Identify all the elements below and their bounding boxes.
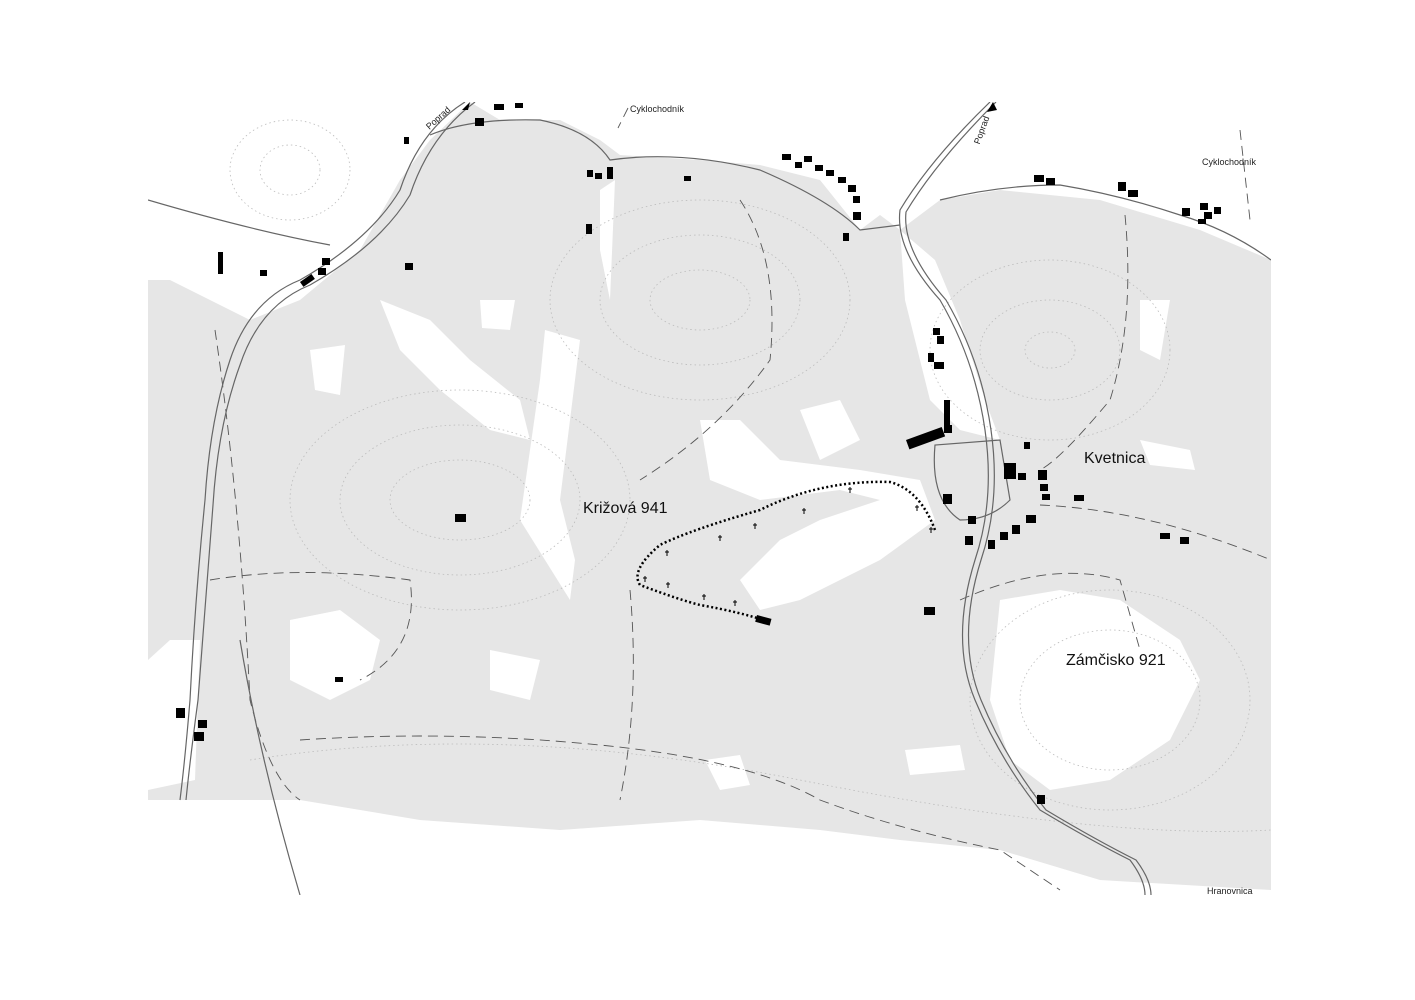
roads bbox=[148, 102, 1271, 895]
poprad-arrow-icon bbox=[462, 102, 470, 110]
trail-crosses bbox=[643, 487, 933, 606]
trail-label-cyklochodnik: Cyklochodník bbox=[1202, 157, 1257, 167]
pilgrimage-trail bbox=[636, 480, 937, 624]
peak-label-krizova: Križová 941 bbox=[583, 500, 668, 517]
peak-label-zamcisko: Zámčisko 921 bbox=[1066, 652, 1166, 669]
village-label-kvetnica: Kvetnica bbox=[1084, 450, 1146, 467]
buildings bbox=[176, 103, 1221, 804]
poprad-arrow-icon bbox=[987, 102, 997, 112]
road-label-hranovnica: Hranovnica bbox=[1207, 886, 1253, 896]
footpaths bbox=[209, 107, 1271, 891]
trail-label-cyklochodnik: Cyklochodník bbox=[630, 104, 685, 114]
contour-lines bbox=[229, 119, 1271, 832]
open-land bbox=[148, 102, 1271, 895]
